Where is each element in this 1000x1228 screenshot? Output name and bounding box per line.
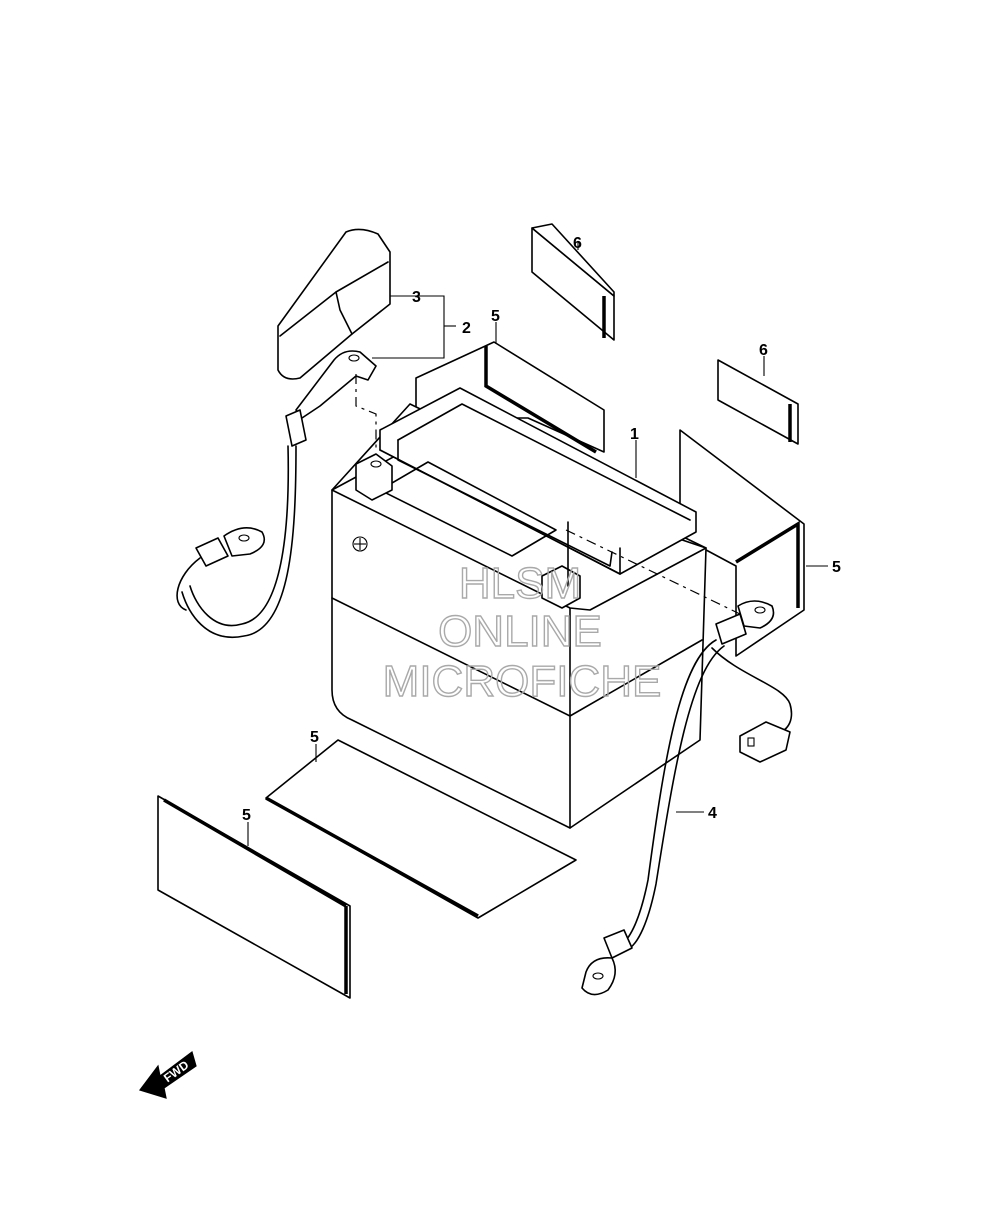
callout-6-right: 6 xyxy=(759,342,768,359)
cushion-pad-left[interactable] xyxy=(157,795,351,999)
callout-2: 2 xyxy=(462,320,471,337)
callout-1: 1 xyxy=(630,426,639,443)
cushion-pad-bottom[interactable] xyxy=(265,739,577,919)
positive-battery-cable[interactable] xyxy=(176,350,377,639)
callout-5-right: 5 xyxy=(832,559,841,576)
battery[interactable] xyxy=(331,387,707,829)
spacer-pad-right[interactable] xyxy=(717,359,799,445)
watermark-line-1: HLSM xyxy=(459,559,581,608)
spacer-pad-top[interactable] xyxy=(531,223,615,341)
terminal-cover[interactable] xyxy=(277,228,391,380)
callout-6-top: 6 xyxy=(573,235,582,252)
negative-battery-cable[interactable] xyxy=(581,600,793,996)
callout-5-top: 5 xyxy=(491,308,500,325)
assembly-line-negative xyxy=(565,529,741,615)
callout-lines xyxy=(247,242,828,846)
callout-3: 3 xyxy=(412,289,421,306)
assembly-line-positive xyxy=(355,374,377,450)
callout-4: 4 xyxy=(708,805,717,822)
fwd-arrow-icon: FWD xyxy=(139,1050,197,1099)
watermark-line-3: MICROFICHE xyxy=(383,657,662,706)
watermark-line-2: ONLINE xyxy=(438,607,602,656)
callout-5-mid: 5 xyxy=(310,729,319,746)
callout-5-left: 5 xyxy=(242,807,251,824)
